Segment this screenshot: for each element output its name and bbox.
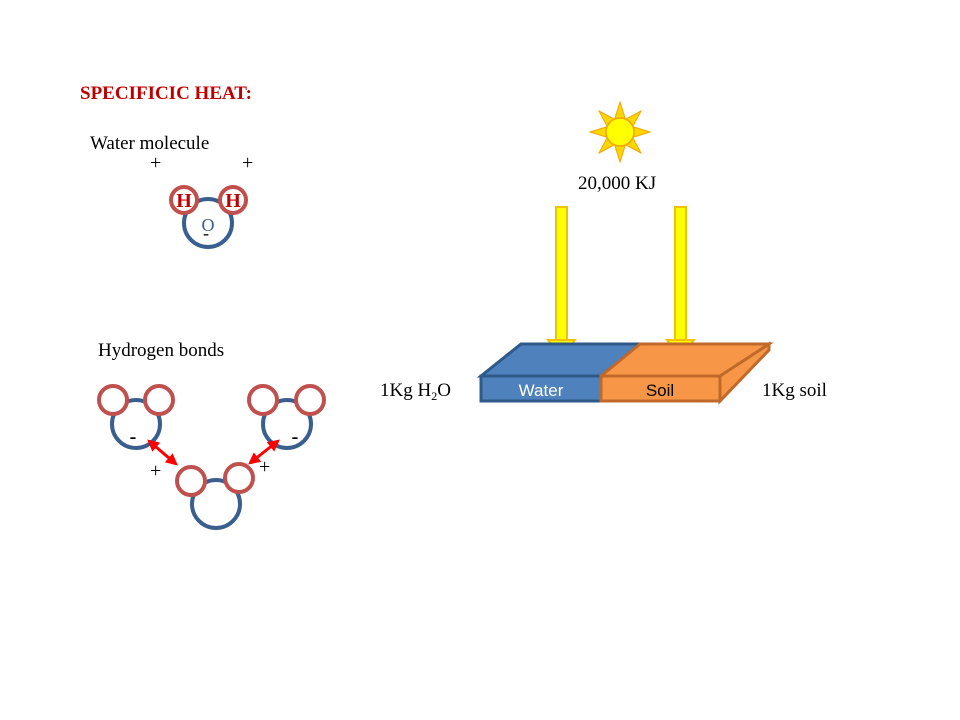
- soil-front: [599, 374, 722, 403]
- hydrogen-atom-left: [169, 185, 199, 215]
- hydrogen-bond-arrow-right: [248, 439, 280, 465]
- minus-sign-left-molecule: -: [130, 426, 137, 448]
- plus-sign-left: +: [150, 152, 161, 174]
- energy-label: 20,000 KJ: [578, 173, 656, 194]
- oxygen-atom-bottom-molecule: [190, 478, 242, 530]
- energy-arrow-water: [546, 206, 577, 360]
- slide-title: SPECIFICIC HEAT:: [80, 83, 252, 104]
- hydrogen-atom-bottom-molecule-a: [175, 465, 207, 497]
- oxygen-atom-right-molecule: [261, 398, 313, 450]
- hydrogen-atom-bottom-molecule-b: [223, 462, 255, 494]
- minus-sign-oxygen: -: [203, 223, 209, 243]
- water-mass-label: 1Kg H2O: [380, 380, 451, 403]
- water-molecule-diagram: Water molecule + + H H O -: [90, 133, 253, 249]
- minus-sign-right-molecule: -: [292, 426, 299, 448]
- soil-label: Soil: [646, 381, 674, 400]
- hydrogen-atom-left-molecule-a: [97, 384, 129, 416]
- oxygen-label: O: [202, 215, 215, 235]
- hydrogen-bonds-label: Hydrogen bonds: [98, 340, 224, 361]
- sun-icon: [588, 100, 652, 164]
- hydrogen-bonds-diagram: Hydrogen bonds - - + +: [97, 340, 326, 530]
- hydrogen-atom-left-molecule-b: [143, 384, 175, 416]
- water-label: Water: [519, 381, 564, 400]
- water-soil-container: Water Soil: [476, 341, 774, 405]
- water-molecule-label: Water molecule: [90, 133, 209, 154]
- hydrogen-bond-arrow-left: [147, 439, 178, 466]
- hydrogen-right-label: H: [225, 190, 241, 212]
- plus-sign-bond-right: +: [259, 456, 270, 478]
- soil-mass-label: 1Kg soil: [762, 380, 827, 401]
- hydrogen-atom-right: [218, 185, 248, 215]
- energy-arrow-soil: [665, 206, 696, 360]
- plus-sign-bond-left: +: [150, 460, 161, 482]
- oxygen-atom: [182, 197, 234, 249]
- hydrogen-left-label: H: [176, 190, 192, 212]
- plus-sign-right: +: [242, 152, 253, 174]
- hydrogen-atom-right-molecule-b: [294, 384, 326, 416]
- hydrogen-atom-right-molecule-a: [247, 384, 279, 416]
- oxygen-atom-left-molecule: [110, 398, 162, 450]
